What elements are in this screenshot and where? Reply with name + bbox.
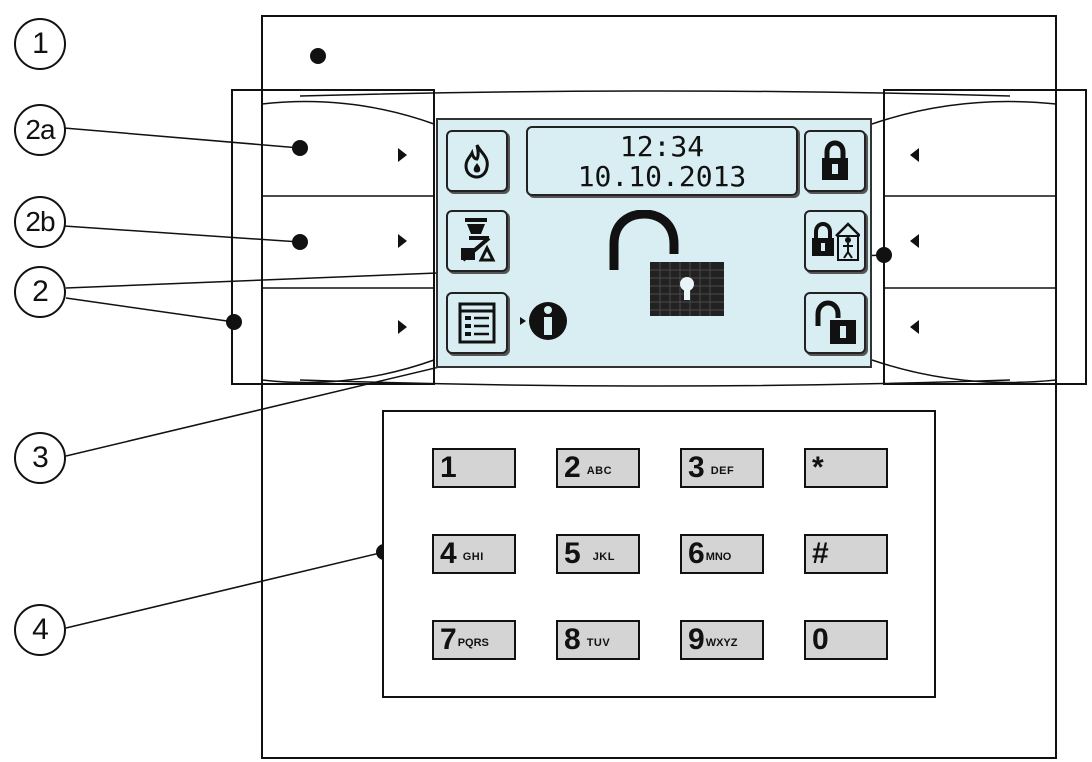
key-2[interactable]: 2 ABC bbox=[556, 448, 640, 488]
right-key-bracket bbox=[883, 89, 1087, 385]
key-0[interactable]: 0 bbox=[804, 620, 888, 660]
display-time: 12:34 bbox=[619, 130, 705, 163]
dot-function-key-middle bbox=[292, 234, 308, 250]
function-key-right-3[interactable] bbox=[886, 288, 1054, 380]
function-key-left-3[interactable] bbox=[262, 288, 430, 380]
padlock-open-icon bbox=[609, 210, 724, 316]
key-1[interactable]: 1 bbox=[432, 448, 516, 488]
callout-2a: 2a bbox=[14, 104, 66, 156]
leader-2a bbox=[63, 127, 301, 149]
dot-function-key-top bbox=[292, 140, 308, 156]
key-8[interactable]: 8 TUV bbox=[556, 620, 640, 660]
function-key-right-1[interactable] bbox=[886, 104, 1054, 196]
arrow-left-icon bbox=[910, 234, 919, 248]
fire-icon[interactable] bbox=[446, 130, 508, 192]
dot-housing bbox=[310, 48, 326, 64]
lock-open-icon[interactable] bbox=[804, 292, 866, 354]
lock-home-icon[interactable] bbox=[804, 210, 866, 272]
display-date: 10.10.2013 bbox=[577, 160, 747, 193]
numeric-keypad: 1 2 ABC 3 DEF * 4 GHI 5 JKL 6 MNO # bbox=[382, 410, 936, 698]
lcd-display: 12:34 10.10.2013 bbox=[436, 118, 872, 368]
service-icon[interactable] bbox=[446, 210, 508, 272]
function-key-left-1[interactable] bbox=[262, 104, 430, 196]
callout-4: 4 bbox=[14, 604, 66, 656]
key-7[interactable]: 7 PQRS bbox=[432, 620, 516, 660]
callout-2: 2 bbox=[14, 266, 66, 318]
list-icon[interactable] bbox=[446, 292, 508, 354]
info-icon[interactable] bbox=[518, 296, 570, 346]
callout-3: 3 bbox=[14, 432, 66, 484]
key-hash[interactable]: # bbox=[804, 534, 888, 574]
function-key-left-2[interactable] bbox=[262, 196, 430, 288]
dot-left-keys bbox=[226, 314, 242, 330]
housing-outline bbox=[261, 15, 1057, 759]
key-5[interactable]: 5 JKL bbox=[556, 534, 640, 574]
leader-4 bbox=[65, 551, 385, 629]
clock-display: 12:34 10.10.2013 bbox=[526, 126, 798, 196]
key-3[interactable]: 3 DEF bbox=[680, 448, 764, 488]
arrow-right-icon bbox=[398, 148, 407, 162]
arrow-right-icon bbox=[398, 320, 407, 334]
function-key-right-2[interactable] bbox=[886, 196, 1054, 288]
key-4[interactable]: 4 GHI bbox=[432, 534, 516, 574]
lock-closed-icon[interactable] bbox=[804, 130, 866, 192]
arrow-left-icon bbox=[910, 148, 919, 162]
key-6[interactable]: 6 MNO bbox=[680, 534, 764, 574]
leader-2-left bbox=[65, 297, 235, 323]
dot-right-keys bbox=[876, 247, 892, 263]
callout-2b: 2b bbox=[14, 196, 66, 248]
key-star[interactable]: * bbox=[804, 448, 888, 488]
arrow-right-icon bbox=[398, 234, 407, 248]
key-9[interactable]: 9 WXYZ bbox=[680, 620, 764, 660]
callout-1: 1 bbox=[14, 18, 66, 70]
arrow-left-icon bbox=[910, 320, 919, 334]
leader-2b bbox=[63, 225, 301, 243]
